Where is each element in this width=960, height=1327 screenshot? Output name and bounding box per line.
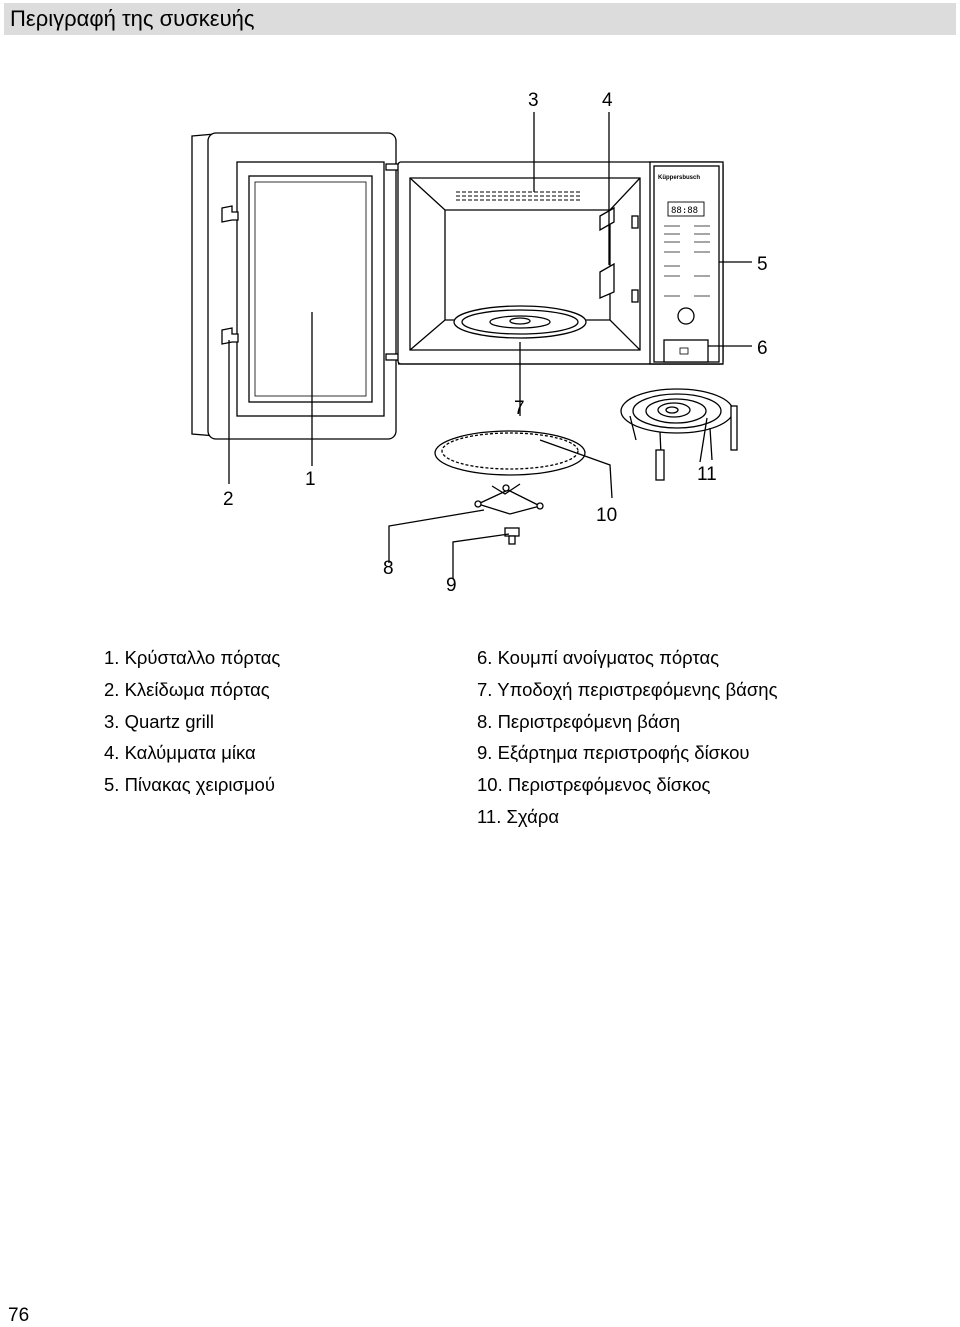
leader-lines: [228, 112, 752, 578]
legend-left-column: 1. Κρύσταλλο πόρτας 2. Κλείδωμα πόρτας 3…: [104, 642, 280, 801]
callout-8: 8: [383, 558, 394, 579]
callout-3: 3: [528, 90, 539, 111]
legend-item: 3. Quartz grill: [104, 710, 215, 732]
legend-item: 1. Κρύσταλλο πόρτας: [104, 647, 281, 668]
callout-10: 10: [596, 505, 617, 526]
roller-ring: [474, 483, 544, 515]
brand-logo: Küppersbusch: [658, 175, 700, 181]
door: [191, 132, 401, 440]
callout-5: 5: [757, 254, 768, 275]
callout-9: 9: [446, 575, 457, 596]
page-number: 76: [8, 1305, 30, 1326]
legend-item: 8. Περιστρεφόμενη βάση: [477, 710, 681, 732]
callout-4: 4: [602, 90, 613, 111]
callout-6: 6: [757, 338, 768, 359]
legend-item: 2. Κλείδωμα πόρτας: [104, 678, 270, 700]
turntable-plate: [434, 430, 586, 476]
callout-11: 11: [697, 464, 717, 485]
turntable-coupler: [504, 527, 520, 545]
legend-item: 11. Σχάρα: [477, 805, 560, 827]
legend-item: 9. Εξάρτημα περιστροφής δίσκου: [477, 742, 750, 764]
legend-item: 5. Πίνακας χειρισμού: [104, 774, 275, 796]
callout-1: 1: [305, 469, 316, 490]
legend-right-column: 6. Κουμπί ανοίγματος πόρτας 7. Υποδοχή π…: [477, 642, 777, 833]
section-header-bar: Περιγραφή της συσκευής: [4, 3, 956, 35]
legend-item: 10. Περιστρεφόμενος δίσκος: [477, 774, 711, 796]
appliance-diagram: Küppersbusch 88:88: [0, 40, 960, 620]
legend-item: 7. Υποδοχή περιστρεφόμενης βάσης: [477, 678, 778, 700]
grill-rack: [620, 388, 738, 481]
microwave-body: Küppersbusch 88:88: [397, 161, 724, 365]
legend-item: 4. Καλύμματα μίκα: [104, 742, 256, 764]
display-readout: 88:88: [671, 206, 698, 216]
legend-item: 6. Κουμπί ανοίγματος πόρτας: [477, 647, 720, 668]
callout-7: 7: [514, 398, 525, 419]
section-title: Περιγραφή της συσκευής: [10, 6, 255, 31]
callout-2: 2: [223, 489, 234, 510]
